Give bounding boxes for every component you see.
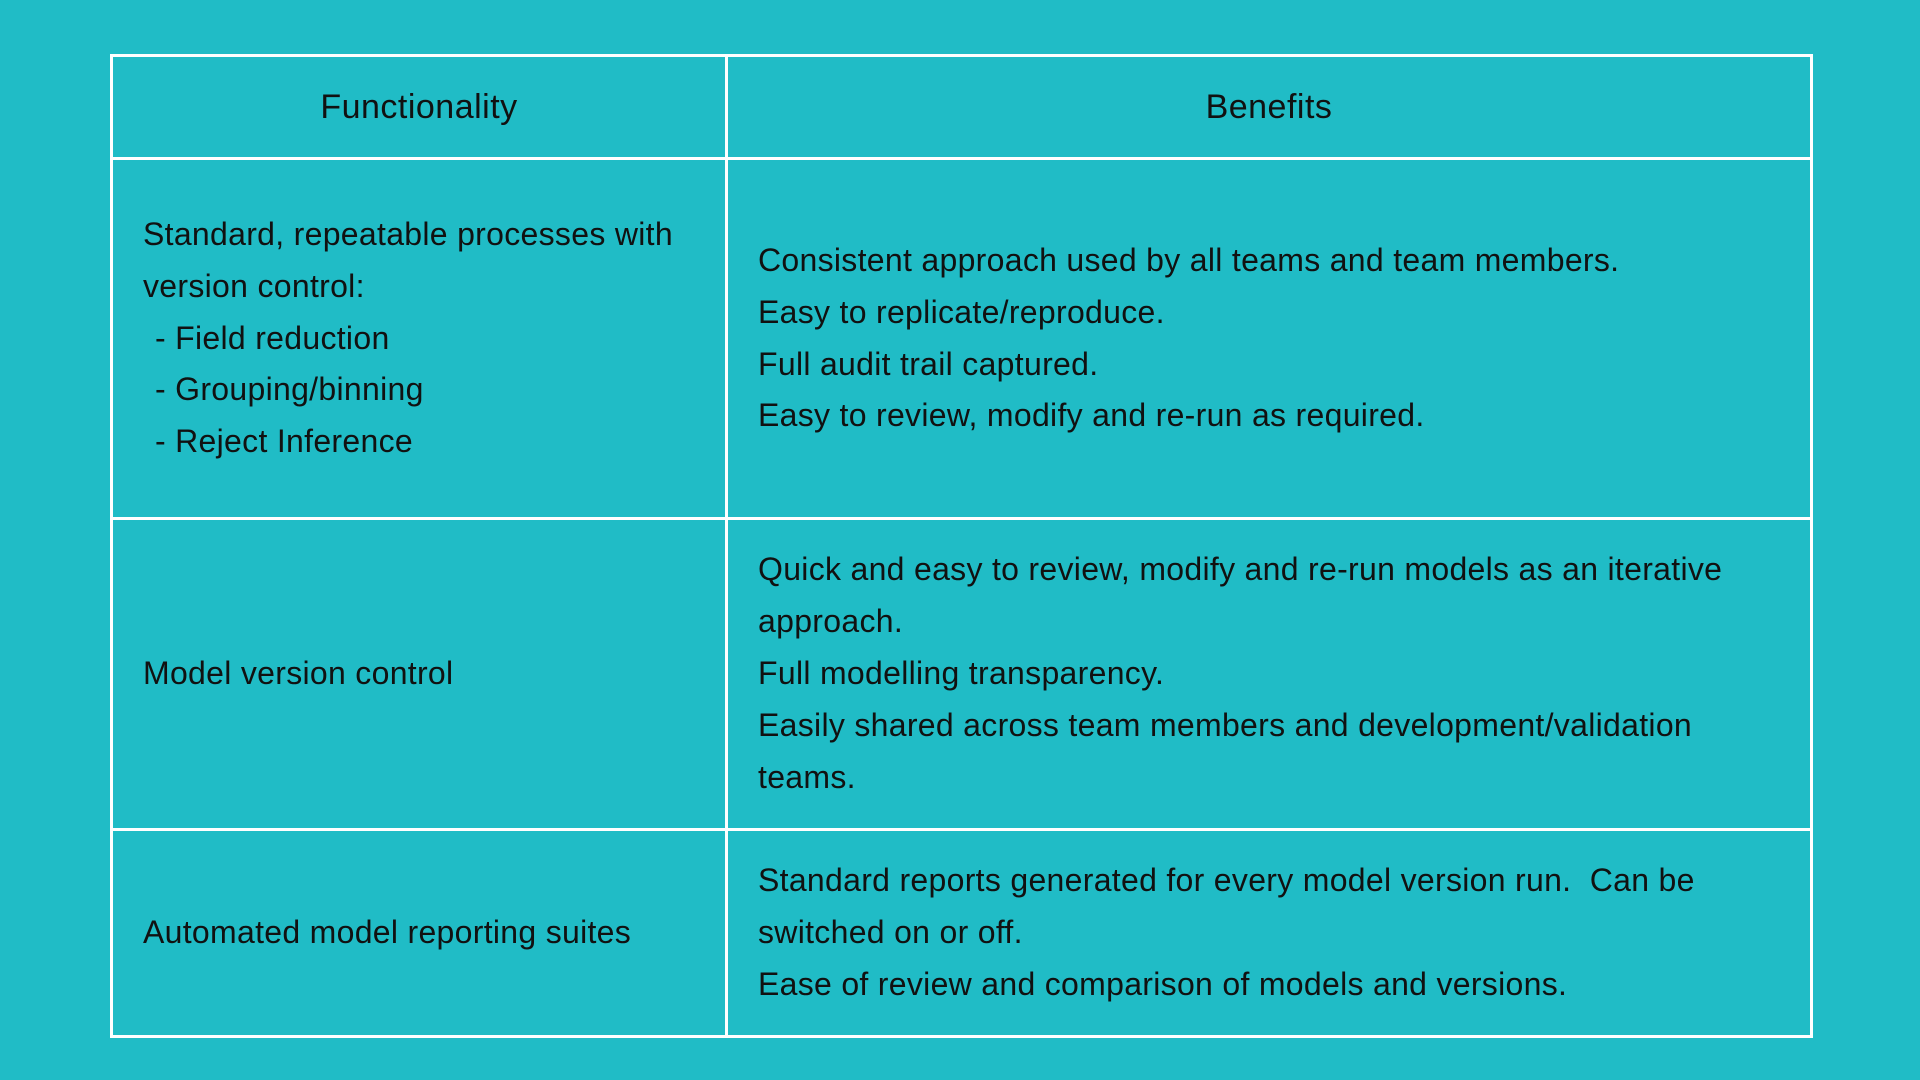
benefit-line: Easily shared across team members and de… [758,706,1702,795]
functionality-bullet: - Field reduction [155,319,390,356]
benefit-line: Easy to review, modify and re-run as req… [758,397,1425,434]
table-row: Automated model reporting suites Standar… [110,828,1813,1038]
benefit-line: Full modelling transparency. [758,655,1165,692]
benefit-line: Ease of review and comparison of models … [758,965,1568,1002]
table-row: Model version control Quick and easy to … [110,517,1813,831]
functionality-text: Standard, repeatable processes with vers… [143,215,673,304]
functionality-cell-standard-processes: Standard, repeatable processes with vers… [110,157,728,520]
benefit-line: Easy to replicate/reproduce. [758,293,1165,330]
column-header-functionality: Functionality [110,54,728,160]
column-header-benefits: Benefits [725,54,1813,160]
functionality-text: Automated model reporting suites [143,914,632,951]
functionality-cell-automated-reporting: Automated model reporting suites [110,828,728,1038]
table-row: Standard, repeatable processes with vers… [110,157,1813,520]
functionality-text: Model version control [143,655,454,692]
benefits-cell-model-version-control: Quick and easy to review, modify and re-… [725,517,1813,831]
functionality-benefits-table: Functionality Benefits Standard, repeata… [110,54,1813,1038]
functionality-cell-model-version-control: Model version control [110,517,728,831]
benefits-cell-automated-reporting: Standard reports generated for every mod… [725,828,1813,1038]
benefit-line: Full audit trail captured. [758,345,1099,382]
benefit-line: Consistent approach used by all teams an… [758,241,1620,278]
benefits-cell-standard-processes: Consistent approach used by all teams an… [725,157,1813,520]
benefit-line: Quick and easy to review, modify and re-… [758,551,1732,640]
functionality-bullet: - Grouping/binning [155,371,424,408]
table-header-row: Functionality Benefits [110,54,1813,160]
functionality-benefits-table-container: Functionality Benefits Standard, repeata… [110,54,1813,1038]
benefit-line: Standard reports generated for every mod… [758,862,1704,951]
functionality-bullet: - Reject Inference [155,423,413,460]
